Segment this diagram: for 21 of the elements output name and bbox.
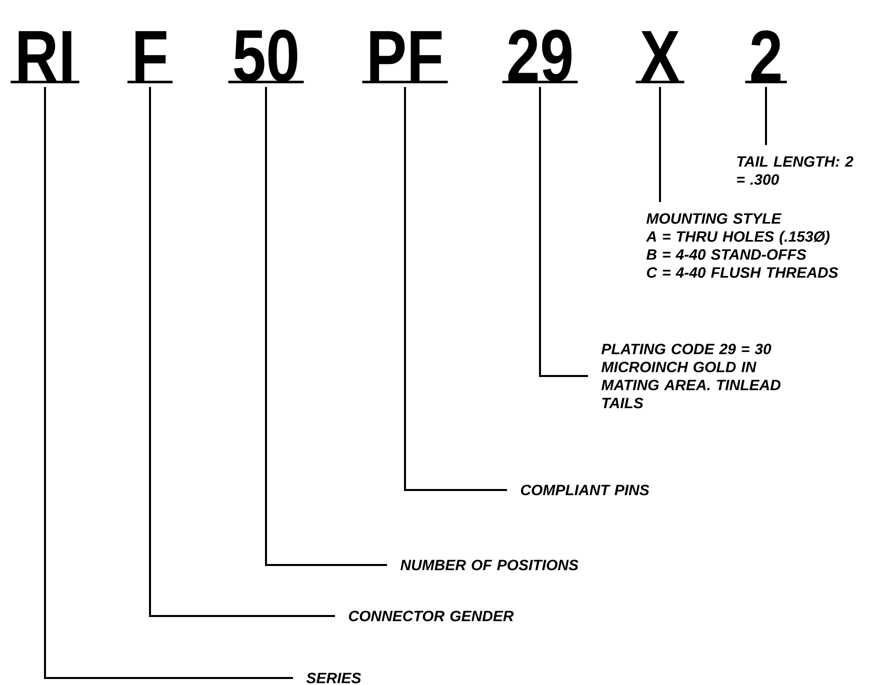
leader-line	[539, 87, 588, 377]
leader-line	[44, 87, 293, 679]
leader-line	[404, 87, 507, 491]
description-text: SERIES	[306, 672, 362, 684]
description-text: PLATING CODE 29 = 30 MICROINCH GOLD IN MATING AREA. TINLEAD TAILS	[601, 344, 780, 408]
description-text: NUMBER OF POSITIONS	[400, 560, 578, 570]
description-text: CONNECTOR GENDER	[348, 610, 514, 622]
leader-line	[265, 87, 387, 566]
code-segment: 2	[745, 30, 787, 84]
code-segment: PF	[362, 31, 448, 84]
leader-line	[659, 87, 661, 202]
description-text: TAIL LENGTH: 2 = .300	[737, 156, 854, 185]
leader-line	[149, 87, 335, 617]
code-segment: 29	[502, 30, 578, 84]
description-text: MOUNTING STYLE A = THRU HOLES (.153Ø) B = 4-40 STAND-OFFS C = 4-40 FLUSH THREADS	[646, 213, 838, 278]
code-segment: X	[636, 31, 684, 84]
code-segment: RI	[10, 31, 80, 84]
code-segment: F	[127, 31, 173, 84]
description-text: COMPLIANT PINS	[520, 484, 650, 496]
code-segment: 50	[228, 30, 304, 84]
leader-line	[765, 87, 767, 145]
